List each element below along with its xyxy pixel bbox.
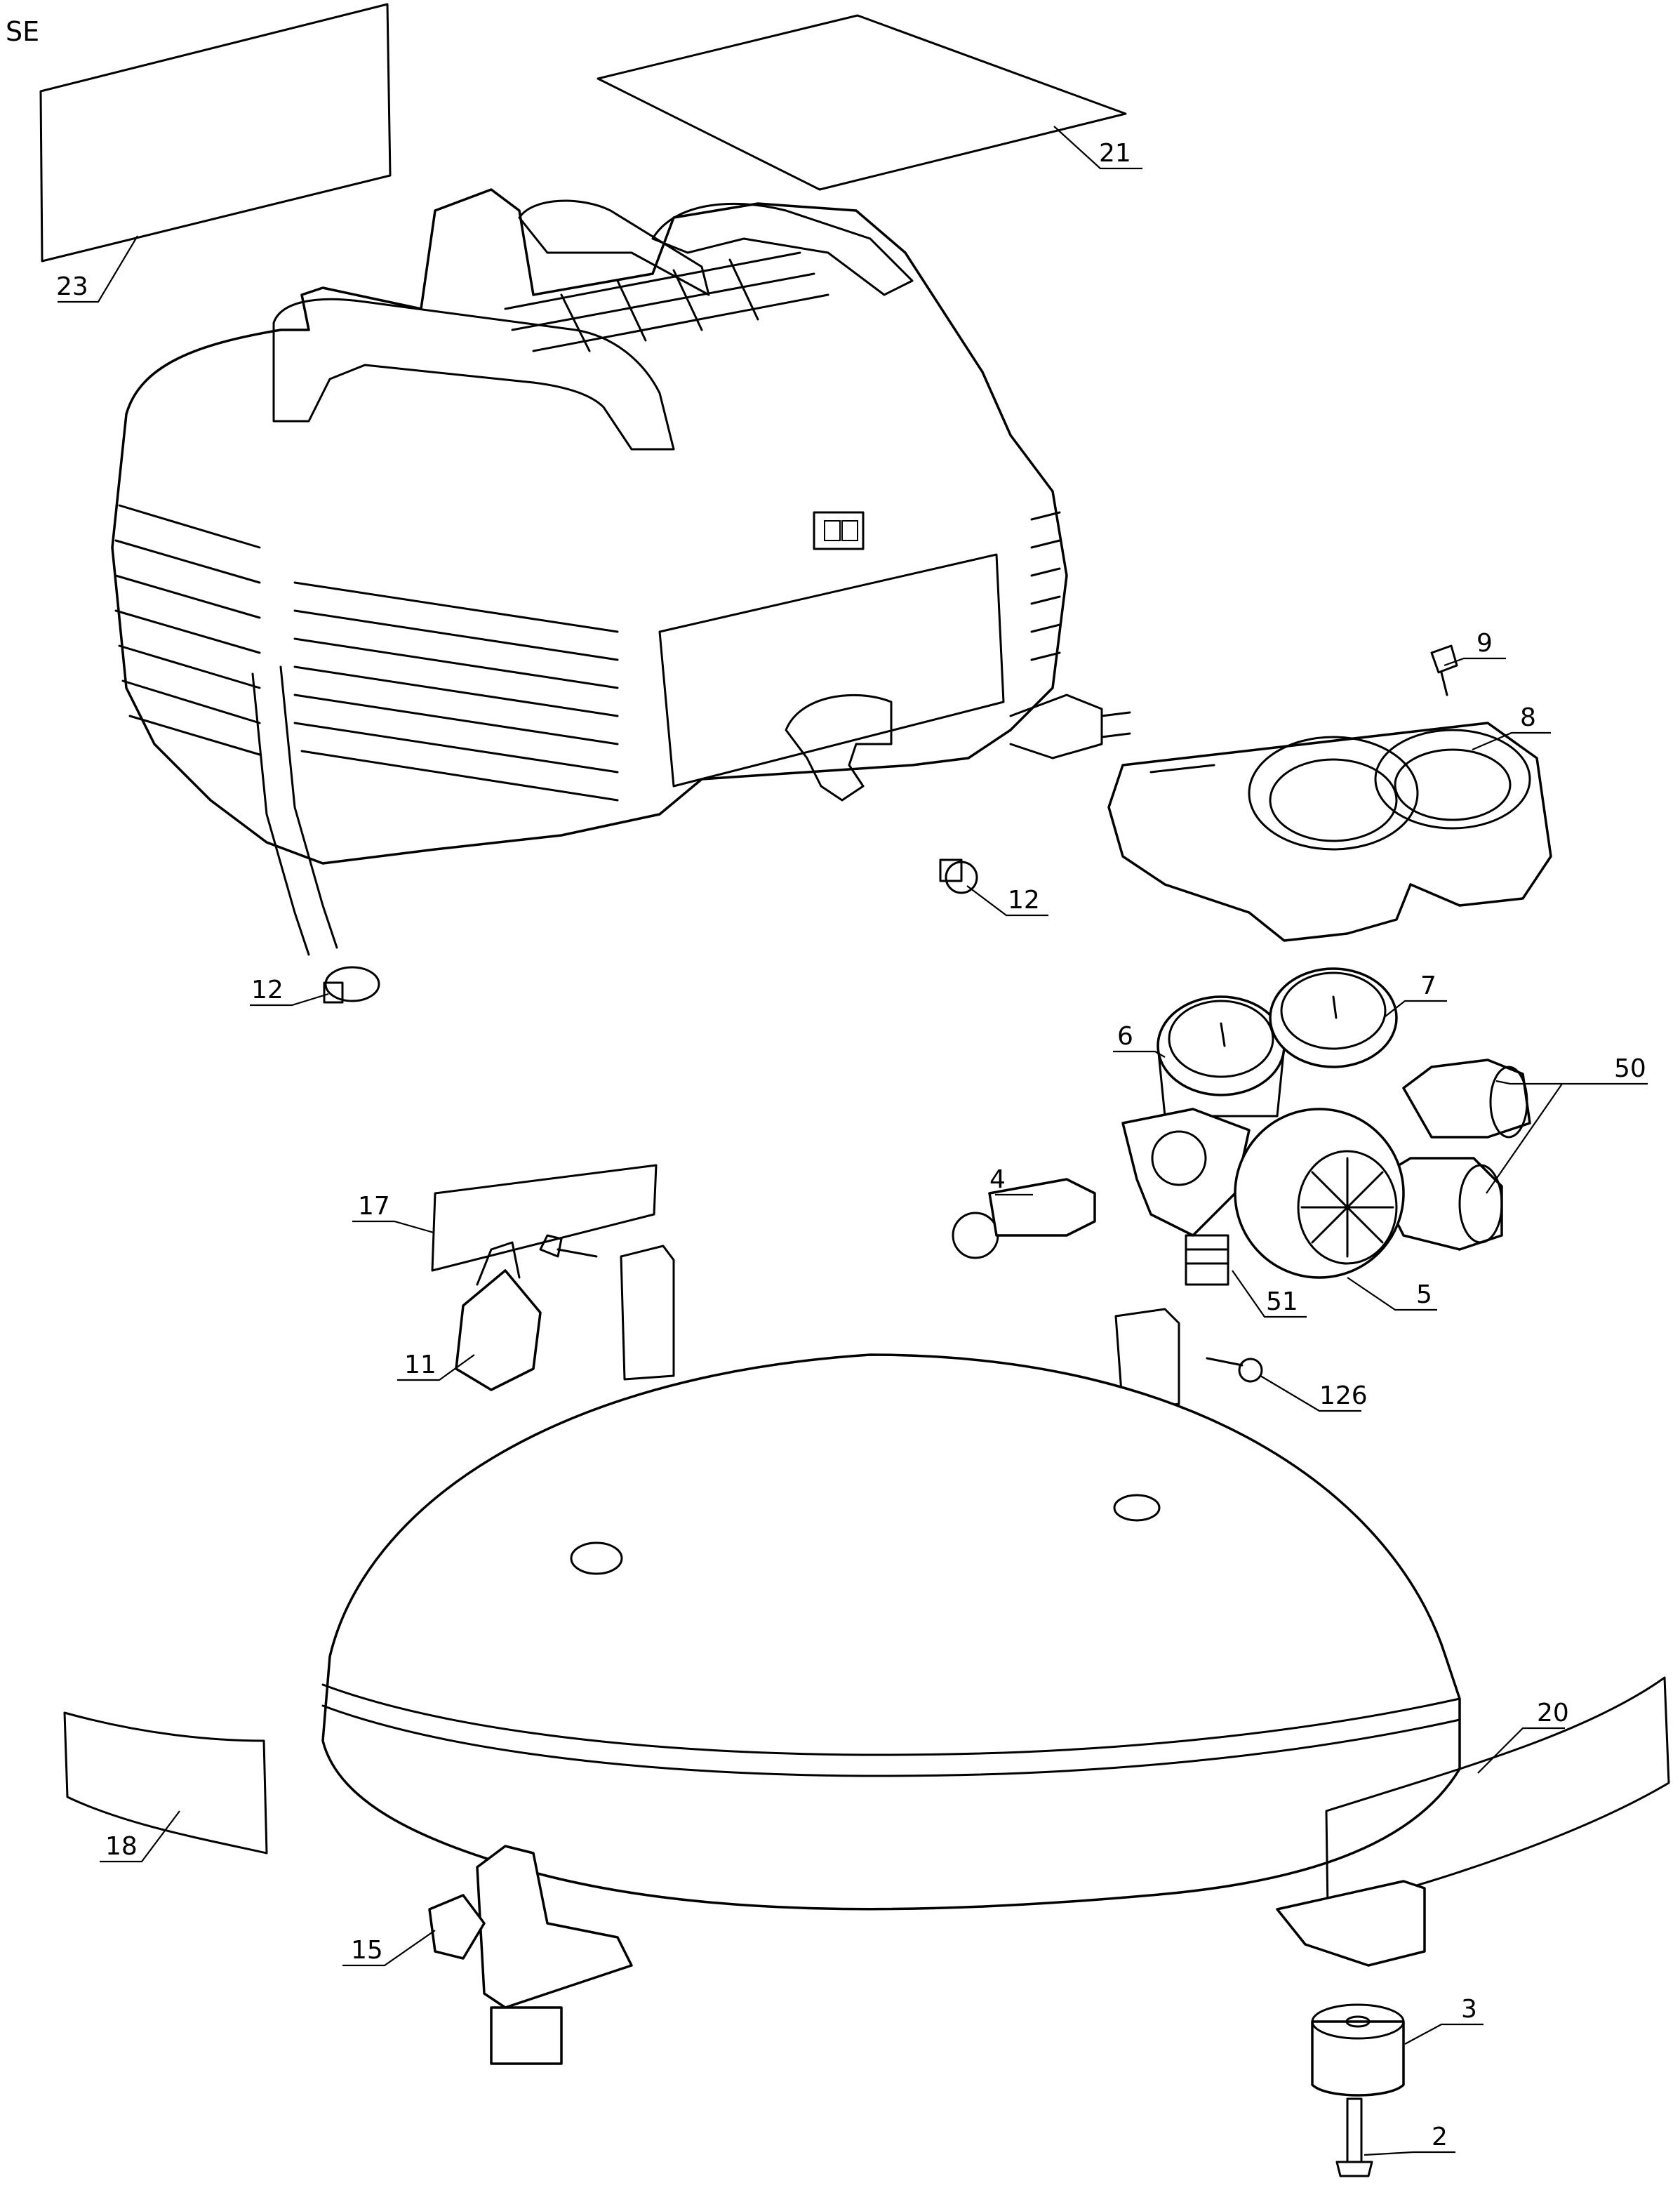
- callout-7: 7: [1420, 971, 1436, 1000]
- part-17-decal: [431, 1164, 658, 1272]
- callout-9: 9: [1476, 629, 1493, 658]
- part-6-gauge: [1156, 995, 1286, 1117]
- callout-18: 18: [105, 1832, 138, 1861]
- leader-50b: [1486, 1083, 1563, 1194]
- tank-foot-left: [476, 1845, 633, 2065]
- part-7-gauge: [1269, 967, 1398, 1068]
- tank-bracket-left: [620, 1245, 675, 1381]
- part-2-bolt: [1335, 2097, 1373, 2177]
- callout-11: 11: [404, 1351, 436, 1379]
- shroud-housing: [111, 188, 1131, 956]
- leader-11: [397, 1354, 475, 1381]
- callout-21: 21: [1099, 139, 1131, 168]
- part-9-screw: [1430, 644, 1458, 696]
- part-23-decal: [39, 3, 392, 263]
- air-tank: [321, 1353, 1461, 1911]
- tank-foot-right: [1276, 1880, 1426, 1967]
- part-20-decal: [1325, 1676, 1670, 1911]
- part-12-clamp-upper: [939, 858, 978, 894]
- leader-2: [1364, 2151, 1455, 2156]
- callout-126: 126: [1319, 1381, 1368, 1410]
- part-50-coupler-upper: [1402, 1059, 1531, 1139]
- callout-20: 20: [1537, 1699, 1569, 1727]
- leader-21: [1053, 126, 1142, 170]
- callout-3: 3: [1461, 1995, 1477, 2024]
- part-3-rubber-foot: [1311, 2003, 1405, 2097]
- leader-12b: [250, 993, 329, 1007]
- front-vent-fins: [293, 581, 619, 802]
- callout-8: 8: [1520, 703, 1536, 732]
- callout-4: 4: [989, 1165, 1006, 1194]
- leader-9: [1444, 657, 1506, 667]
- callout-50: 50: [1614, 1054, 1646, 1083]
- part-21-decal: [596, 14, 1127, 191]
- part-18-decal: [63, 1711, 268, 1855]
- corner-label: SE: [6, 16, 39, 47]
- part-126-screw-right: [1206, 1357, 1263, 1383]
- leader-126: [1260, 1375, 1361, 1412]
- power-switch: [813, 511, 865, 550]
- callout-12-upper: 12: [1008, 886, 1040, 915]
- part-5-regulator-knob: [1121, 1108, 1405, 1279]
- leader-50a: [1495, 1080, 1648, 1085]
- leader-7: [1385, 1000, 1447, 1017]
- leader-20: [1477, 1727, 1565, 1774]
- leader-8: [1472, 731, 1551, 751]
- part-8-manifold-cover: [1107, 722, 1552, 942]
- leader-12a: [966, 885, 1048, 917]
- callout-17: 17: [358, 1192, 390, 1221]
- power-cord-plug: [1009, 694, 1131, 759]
- tank-bracket-screw-left: [539, 1234, 598, 1258]
- callout-6: 6: [1117, 1022, 1133, 1051]
- leader-6: [1113, 1050, 1166, 1058]
- leader-15: [342, 1930, 436, 1967]
- leader-18: [100, 1810, 180, 1863]
- part-51-nipple: [1185, 1234, 1229, 1286]
- leader-5: [1347, 1277, 1437, 1311]
- callout-23: 23: [56, 272, 88, 301]
- callout-2: 2: [1432, 2123, 1448, 2151]
- leader-17: [352, 1220, 434, 1234]
- callout-15: 15: [351, 1936, 383, 1965]
- top-vent-grid: [504, 251, 829, 352]
- part-12-clamp-lower: [323, 966, 380, 1004]
- part-15-drain-valve: [428, 1894, 486, 1960]
- part-50-coupler-lower: [1374, 1157, 1503, 1251]
- leader-3: [1404, 2023, 1484, 2045]
- leader-23: [58, 235, 138, 303]
- callout-5: 5: [1416, 1280, 1432, 1309]
- part-4-safety-valve: [952, 1178, 1096, 1259]
- part-11-fitting: [455, 1241, 542, 1391]
- leader-51: [1232, 1270, 1307, 1318]
- left-vent-fins: [114, 504, 261, 756]
- callout-12-lower: 12: [251, 976, 284, 1004]
- callout-51: 51: [1266, 1287, 1298, 1316]
- right-vent-fins: [1030, 511, 1061, 661]
